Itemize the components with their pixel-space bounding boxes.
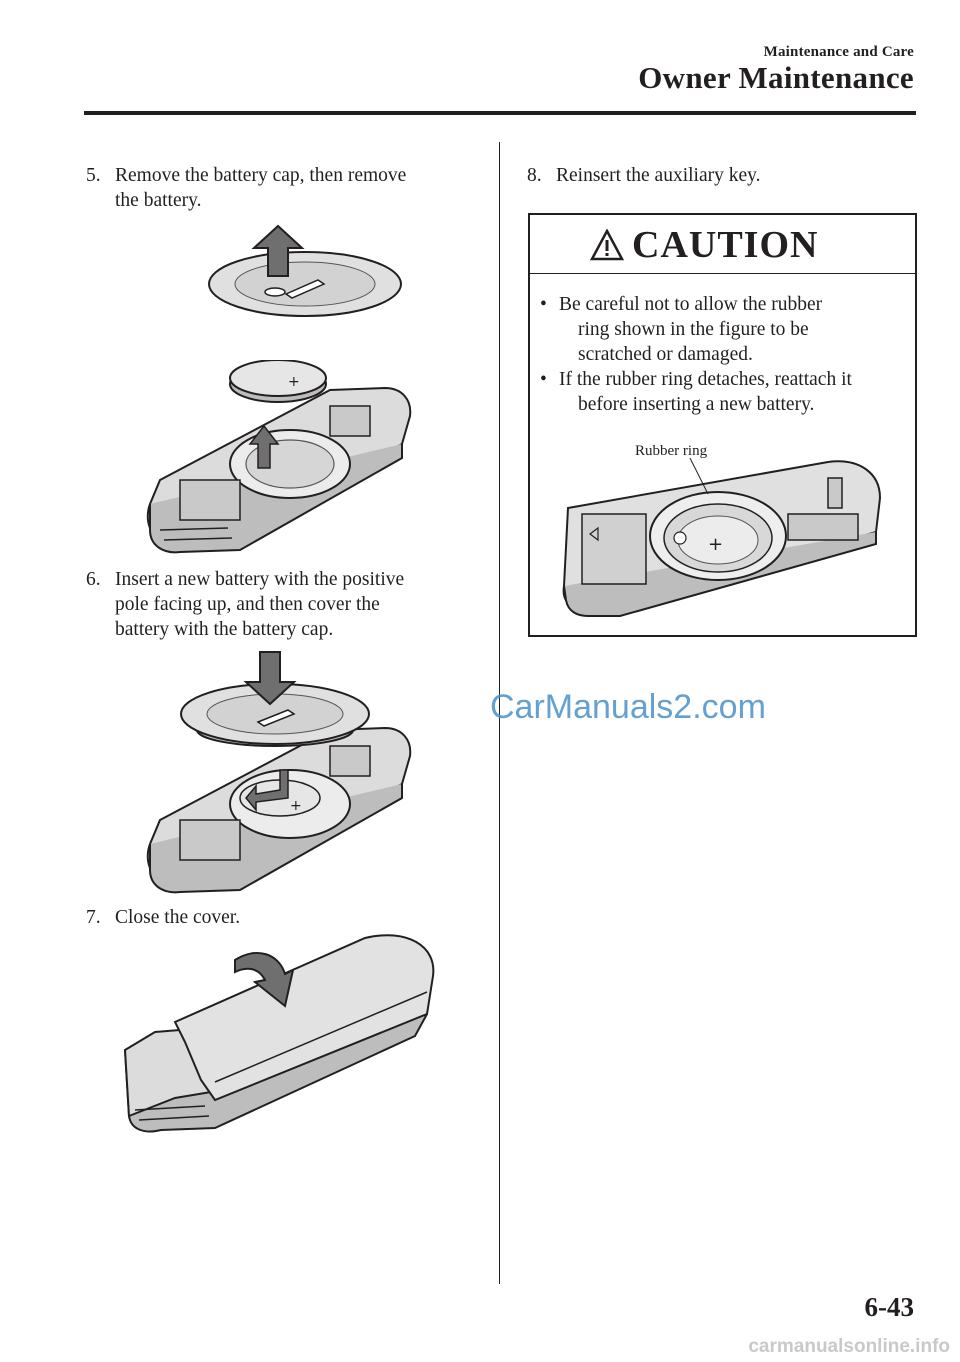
step-text-line: Reinsert the auxiliary key. bbox=[556, 165, 761, 186]
svg-text:+: + bbox=[708, 534, 723, 555]
warning-triangle-icon bbox=[590, 229, 624, 261]
bullet-text-line: before inserting a new battery. bbox=[578, 394, 815, 415]
watermark: CarManuals2.com bbox=[490, 688, 766, 726]
step-text-line: the battery. bbox=[115, 190, 202, 211]
step-8: 8. Reinsert the auxiliary key. bbox=[527, 163, 917, 190]
step-5: 5. Remove the battery cap, then remove t… bbox=[86, 163, 486, 215]
step-number: 6. bbox=[86, 569, 101, 590]
caution-box: CAUTION • Be careful not to allow the ru… bbox=[528, 213, 917, 637]
step-number: 8. bbox=[527, 165, 542, 186]
caution-bullet: • If the rubber ring detaches, reattach … bbox=[540, 367, 910, 419]
battery-insert-illustration: + bbox=[146, 651, 412, 894]
site-mark: carmanualsonline.info bbox=[748, 1336, 950, 1357]
rubber-ring-label: Rubber ring bbox=[635, 443, 708, 459]
step-7: 7. Close the cover. bbox=[86, 905, 486, 932]
step-text-line: battery with the battery cap. bbox=[115, 619, 334, 640]
svg-text:+: + bbox=[290, 798, 302, 814]
caution-bullet: • Be careful not to allow the rubber rin… bbox=[540, 292, 910, 369]
key-battery-removal-illustration: + bbox=[146, 360, 412, 554]
column-divider bbox=[499, 142, 500, 1284]
bullet-text-line: scratched or damaged. bbox=[578, 344, 753, 365]
bullet-symbol: • bbox=[540, 294, 547, 315]
bullet-symbol: • bbox=[540, 369, 547, 390]
page-title: Owner Maintenance bbox=[638, 60, 914, 95]
section-label: Maintenance and Care bbox=[763, 44, 914, 60]
step-text-line: pole facing up, and then cover the bbox=[115, 594, 380, 615]
caution-title: CAUTION bbox=[632, 224, 819, 266]
bullet-text-line: If the rubber ring detaches, reattach it bbox=[559, 369, 852, 390]
rubber-ring-illustration: + bbox=[562, 458, 882, 617]
page-number: 6-43 bbox=[864, 1292, 915, 1322]
header-rule bbox=[84, 111, 916, 115]
bullet-text-line: ring shown in the figure to be bbox=[578, 319, 809, 340]
bullet-text-line: Be careful not to allow the rubber bbox=[559, 294, 823, 315]
step-text-line: Close the cover. bbox=[115, 907, 241, 928]
caution-header: CAUTION bbox=[530, 215, 915, 274]
step-number: 5. bbox=[86, 165, 101, 186]
svg-text:+: + bbox=[288, 374, 300, 390]
battery-cap-illustration bbox=[208, 224, 402, 317]
step-number: 7. bbox=[86, 907, 101, 928]
step-text-line: Remove the battery cap, then remove bbox=[115, 165, 407, 186]
step-6: 6. Insert a new battery with the positiv… bbox=[86, 567, 486, 644]
close-cover-illustration bbox=[123, 934, 435, 1133]
step-text-line: Insert a new battery with the positive bbox=[115, 569, 405, 590]
